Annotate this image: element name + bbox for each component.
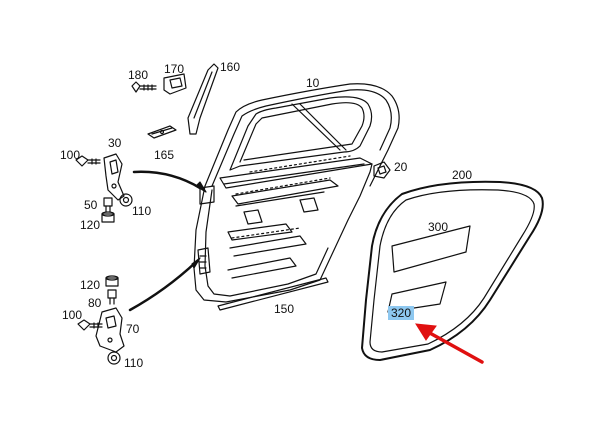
hinge-upper-30	[103, 153, 125, 201]
label-30: 30	[108, 136, 122, 150]
leader-arrow-lower	[128, 260, 198, 312]
label-320-highlighted: 320	[388, 306, 415, 320]
bolt-100-lower	[77, 319, 103, 331]
label-165: 165	[154, 148, 175, 162]
door-shell	[193, 83, 400, 303]
hinge-lower-70	[95, 307, 125, 353]
clip-170	[163, 73, 187, 95]
label-120-lower: 120	[80, 278, 101, 292]
label-170: 170	[164, 62, 185, 76]
label-300: 300	[428, 220, 449, 234]
door-seal-200	[361, 180, 544, 361]
bushing-120-upper	[101, 211, 115, 223]
label-100-upper: 100	[60, 148, 81, 162]
leader-arrowhead-lower	[191, 257, 201, 269]
screw-180	[131, 81, 157, 93]
bolt-100-upper	[75, 155, 101, 167]
label-100-lower: 100	[62, 308, 83, 322]
label-200: 200	[452, 168, 473, 182]
sill-strip-150	[217, 277, 329, 311]
label-150: 150	[274, 302, 295, 316]
nut-110-lower	[107, 351, 121, 365]
label-80: 80	[88, 296, 102, 310]
pin-50	[103, 197, 113, 213]
label-110-upper: 110	[132, 204, 152, 218]
bumper-20	[373, 161, 391, 179]
label-160: 160	[220, 60, 241, 74]
clip-165	[147, 125, 177, 139]
window-channel-160	[187, 63, 219, 135]
label-180: 180	[128, 68, 149, 82]
bushing-120-lower	[105, 275, 119, 287]
label-50: 50	[84, 198, 98, 212]
label-20: 20	[394, 160, 408, 174]
label-110-lower: 110	[124, 356, 144, 370]
pin-80	[107, 289, 117, 305]
leader-arrowhead-upper	[195, 181, 207, 193]
label-10: 10	[306, 76, 320, 90]
nut-110-upper	[119, 193, 133, 207]
foil-300	[391, 225, 471, 273]
label-120-upper: 120	[80, 218, 101, 232]
red-pointer-arrow	[415, 323, 484, 364]
label-70: 70	[126, 322, 140, 336]
leader-arrow-upper	[132, 170, 202, 190]
